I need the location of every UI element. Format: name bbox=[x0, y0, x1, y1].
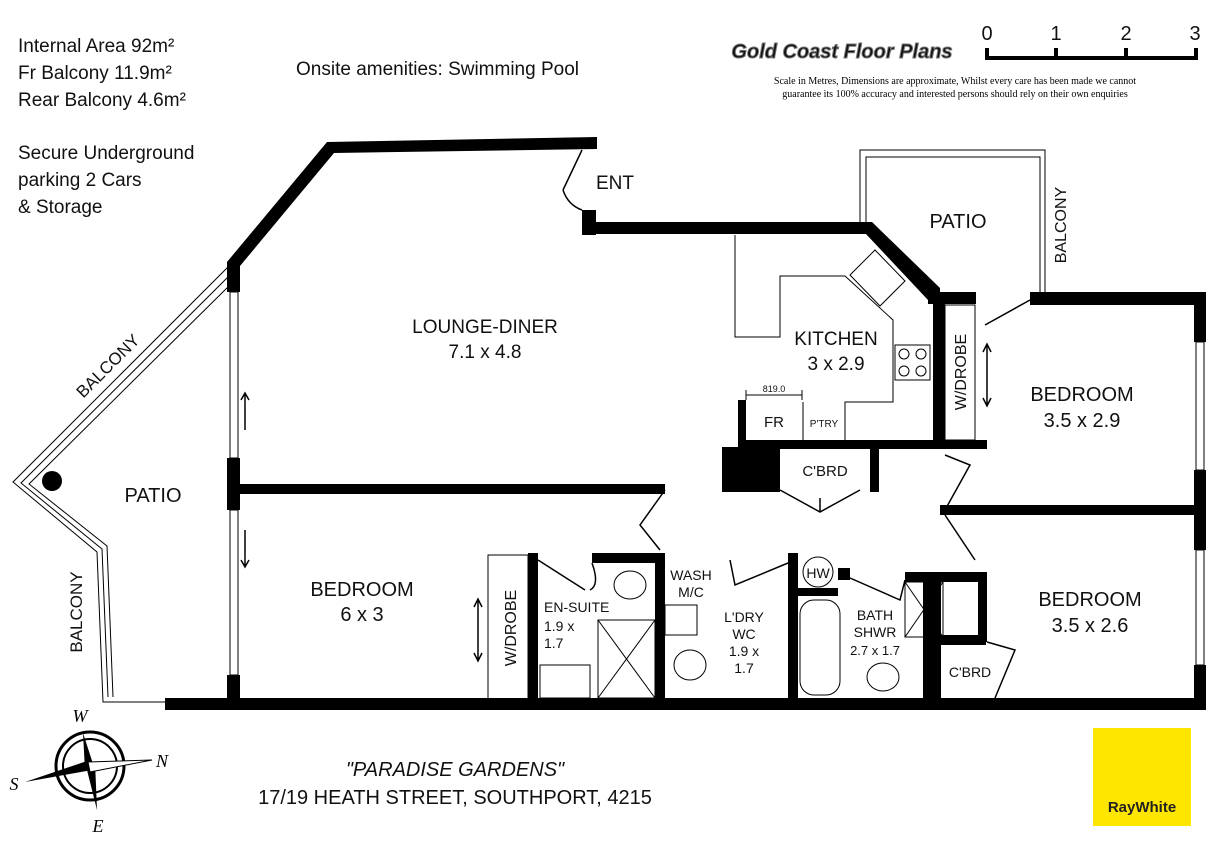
disclaimer: Scale in Metres, Dimensions are approxim… bbox=[774, 76, 1136, 87]
cooktop-icon bbox=[894, 344, 931, 381]
parking-line: & Storage bbox=[18, 197, 103, 218]
room-name: BALCONY bbox=[1053, 186, 1070, 263]
room-name: LOUNGE-DINER bbox=[412, 317, 558, 338]
room-name: ENT bbox=[596, 173, 634, 194]
brand-logo: Gold Coast Floor Plans bbox=[731, 41, 952, 63]
sink-icon bbox=[849, 249, 906, 307]
room-name: PATIO bbox=[124, 485, 181, 507]
property-address: 17/19 HEATH STREET, SOUTHPORT, 4215 bbox=[258, 787, 652, 809]
room-dimension: 3.5 x 2.6 bbox=[1052, 615, 1129, 637]
room-name: W/DROBE bbox=[953, 334, 970, 410]
front-balcony-area: Fr Balcony 11.9m² bbox=[18, 63, 172, 84]
room-dimension: 7.1 x 4.8 bbox=[449, 342, 522, 363]
compass-n: N bbox=[155, 751, 169, 771]
internal-area: Internal Area 92m² bbox=[18, 36, 175, 57]
scale-tick: 2 bbox=[1120, 23, 1131, 45]
room-dimension: 1.9 x bbox=[544, 618, 574, 634]
room-name: BEDROOM bbox=[1038, 589, 1141, 611]
room-dimension: 1.9 x bbox=[729, 643, 759, 659]
shower-icon bbox=[904, 581, 944, 638]
room-name: M/C bbox=[678, 584, 704, 600]
compass-e: E bbox=[92, 816, 104, 836]
room-name: C'BRD bbox=[802, 463, 848, 480]
room-name: BATH bbox=[857, 607, 893, 623]
room-dimension: 3 x 2.9 bbox=[807, 354, 864, 375]
vanity-icon bbox=[539, 664, 591, 699]
room-dimension: 2.7 x 1.7 bbox=[850, 643, 900, 658]
room-dimension: 1.7 bbox=[734, 660, 754, 676]
dimension-label: 819.0 bbox=[763, 384, 786, 394]
front-balcony bbox=[12, 264, 237, 703]
compass-rose-icon: W N S E bbox=[10, 706, 169, 836]
toilet-icon bbox=[613, 570, 647, 600]
room-name: KITCHEN bbox=[794, 329, 877, 350]
room-name: BEDROOM bbox=[1030, 384, 1133, 406]
column bbox=[42, 471, 62, 491]
compass-s: S bbox=[10, 774, 19, 794]
room-name: SHWR bbox=[854, 624, 897, 640]
room-dimension: 3.5 x 2.9 bbox=[1044, 410, 1121, 432]
disclaimer: guarantee its 100% accuracy and interest… bbox=[782, 89, 1128, 100]
room-name: WC bbox=[732, 626, 755, 642]
compass-w: W bbox=[73, 706, 90, 726]
room-name: BEDROOM bbox=[310, 579, 413, 601]
washbasin-icon bbox=[664, 604, 698, 636]
room-dimension: 1.7 bbox=[544, 635, 564, 651]
parking-line: parking 2 Cars bbox=[18, 170, 142, 191]
room-name: P'TRY bbox=[810, 419, 839, 430]
scale-tick: 0 bbox=[981, 23, 992, 45]
room-name: C'BRD bbox=[949, 664, 991, 680]
room-name: L'DRY bbox=[724, 609, 764, 625]
agency-name: RayWhite bbox=[1107, 799, 1177, 816]
scale-bar: 0 1 2 3 bbox=[981, 23, 1201, 60]
room-name: EN-SUITE bbox=[544, 599, 609, 615]
rear-balcony-area: Rear Balcony 4.6m² bbox=[18, 90, 186, 111]
room-name: WASH bbox=[670, 567, 711, 583]
scale-tick: 1 bbox=[1050, 23, 1061, 45]
area-info: Internal Area 92m² Fr Balcony 11.9m² Rea… bbox=[18, 33, 186, 114]
room-name: PATIO bbox=[929, 211, 986, 233]
room-dimension: 6 x 3 bbox=[340, 604, 383, 626]
parking-info: Secure Underground parking 2 Cars & Stor… bbox=[18, 140, 194, 221]
windows bbox=[229, 149, 1205, 701]
toilet-icon bbox=[673, 649, 707, 681]
basin-icon bbox=[866, 662, 900, 692]
room-name: BALCONY bbox=[73, 331, 144, 402]
hot-water-icon bbox=[802, 556, 834, 588]
room-name: BALCONY bbox=[67, 571, 86, 652]
room-name: FR bbox=[764, 414, 784, 431]
bath-icon bbox=[799, 599, 841, 696]
fixtures bbox=[240, 235, 992, 699]
raywhite-logo: RayWhite bbox=[1093, 728, 1191, 826]
shower-icon bbox=[597, 619, 656, 699]
room-name: HW bbox=[806, 565, 830, 581]
scale-tick: 3 bbox=[1189, 23, 1200, 45]
walls bbox=[165, 137, 1206, 710]
parking-line: Secure Underground bbox=[18, 143, 195, 164]
room-name: W/DROBE bbox=[503, 590, 520, 666]
property-name: "PARADISE GARDENS" bbox=[346, 759, 565, 781]
amenities: Onsite amenities: Swimming Pool bbox=[296, 59, 579, 80]
doors bbox=[537, 149, 1031, 699]
